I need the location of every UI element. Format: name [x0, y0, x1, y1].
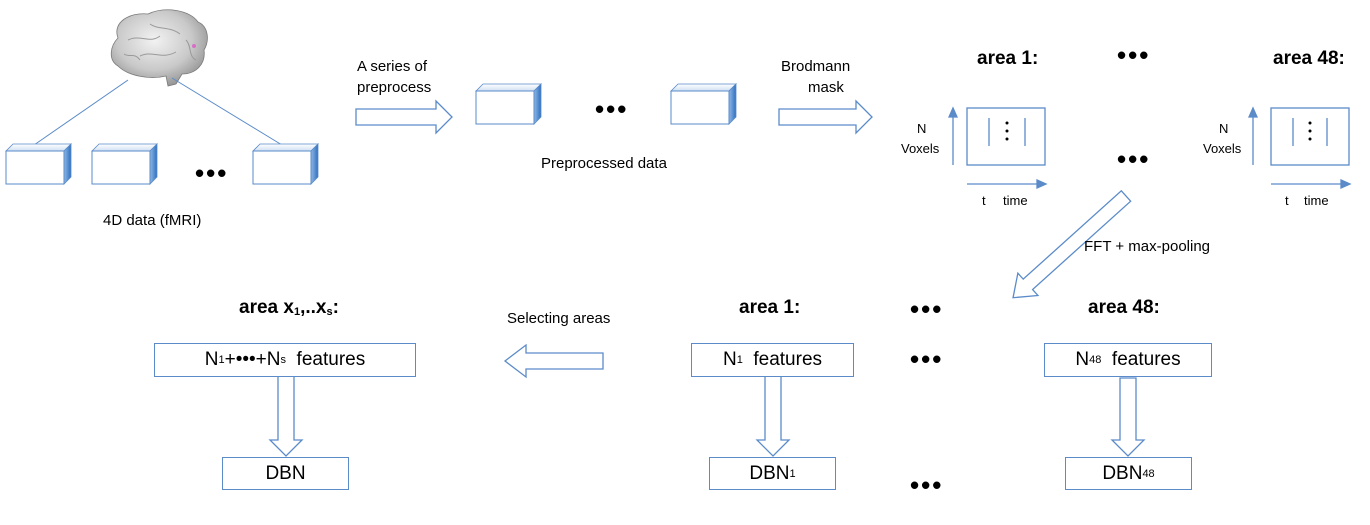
connector-line: [171, 77, 283, 146]
data-cube: [5, 143, 72, 185]
down-arrow-area48: [1110, 377, 1146, 457]
axis-t-label: t: [982, 193, 986, 208]
data-cubes: [5, 83, 737, 185]
fft-arrow: [1012, 189, 1132, 299]
axis-time-label: time: [1003, 193, 1028, 208]
area-1-title: area 1:: [739, 297, 801, 318]
data-label: 4D data (fMRI): [103, 212, 202, 229]
area-1-matrix: [966, 107, 1046, 166]
selecting-label: Selecting areas: [507, 310, 611, 327]
data-cube: [91, 143, 158, 185]
axis-arrows: [947, 106, 1352, 190]
area-48-title: area 48:: [1088, 297, 1160, 318]
ellipsis: •••: [195, 158, 229, 188]
axis-t-label: t: [1285, 193, 1289, 208]
data-cube: [670, 83, 737, 125]
selecting-arrow: [503, 343, 604, 379]
area-48-title: area 48:: [1273, 48, 1345, 69]
axis-n-label: N: [917, 121, 927, 136]
ellipsis: •••: [595, 94, 629, 124]
data-cube: [252, 143, 319, 185]
axis-time-label: time: [1304, 193, 1329, 208]
preprocessed-label: Preprocessed data: [541, 155, 667, 172]
mask-arrow: [778, 99, 873, 135]
axis-voxels-label: Voxels: [901, 141, 940, 156]
preprocess-arrow: [355, 99, 453, 135]
ellipsis: •••: [910, 344, 944, 374]
preprocess-label-line2: preprocess: [357, 79, 432, 96]
fft-label: FFT + max-pooling: [1084, 238, 1211, 255]
down-arrow-selected: [268, 375, 304, 457]
brain-icon: [110, 9, 208, 87]
ellipsis: •••: [910, 470, 944, 500]
axis-voxels-label: Voxels: [1203, 141, 1242, 156]
mask-label-line2: mask: [808, 79, 844, 96]
mask-label-line1: Brodmann: [781, 58, 851, 75]
connector-line: [33, 79, 129, 146]
ellipsis: •••: [1117, 144, 1151, 174]
ellipsis: •••: [910, 294, 944, 324]
preprocess-label-line1: A series of: [357, 58, 428, 75]
ellipsis: •••: [1117, 40, 1151, 70]
data-cube: [475, 83, 542, 125]
down-arrow-area1: [755, 375, 791, 457]
selected-area-title: area x1,..xs:: [239, 297, 339, 318]
axis-n-label: N: [1219, 121, 1229, 136]
dbn-box: DBN: [222, 457, 349, 490]
area-48-matrix: [1270, 107, 1350, 166]
area-1-title: area 1:: [977, 48, 1039, 69]
